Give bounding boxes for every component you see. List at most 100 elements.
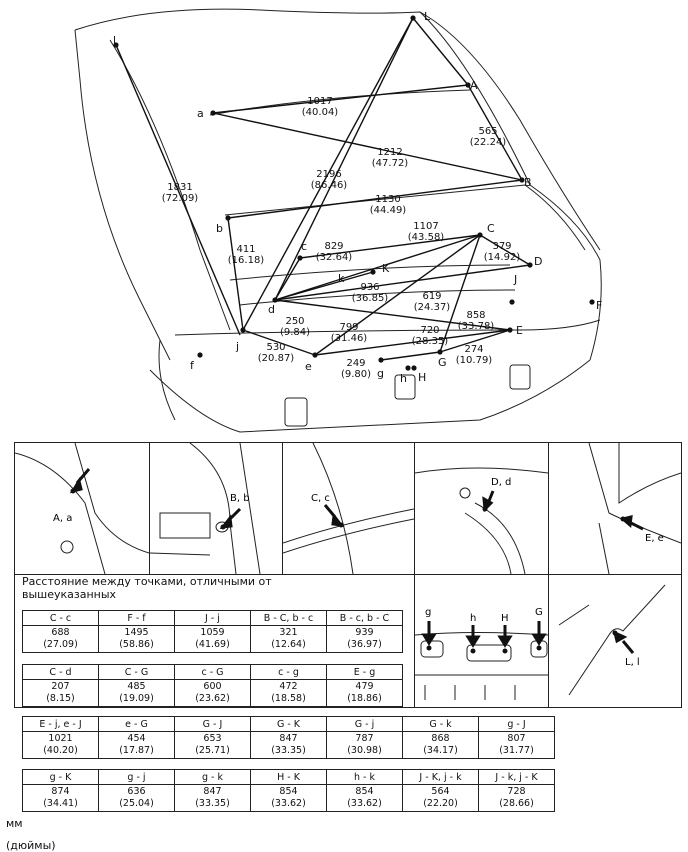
table-cell: 600(23.62) <box>174 679 251 707</box>
label-Ll: L, l <box>625 657 640 668</box>
header-G-j: G - j <box>326 716 403 732</box>
dim-1017: 1017 <box>307 96 332 107</box>
table-cell: 1495(58.86) <box>98 625 175 653</box>
dim-829-in: (32.64) <box>316 252 353 263</box>
point-a: a <box>197 107 204 120</box>
dim-1130-in: (44.49) <box>370 205 407 216</box>
dim-720-in: (28.35) <box>412 336 449 347</box>
measurement-lines <box>115 17 531 361</box>
dim-2196: 2196 <box>316 169 341 180</box>
dim-619-in: (24.37) <box>414 302 451 313</box>
point-f: f <box>190 359 195 372</box>
distance-table-3: E - j, e - J e - G G - J G - K G - j G -… <box>22 716 555 759</box>
label-Ee: E, e <box>645 533 664 544</box>
dim-799-in: (31.46) <box>331 333 368 344</box>
point-A: A <box>470 79 478 92</box>
detail-ghHG-sketch: g h H G <box>414 607 549 700</box>
dim-274: 274 <box>464 344 483 355</box>
header-B-c: B - c, b - C <box>326 610 403 626</box>
point-g: g <box>377 367 384 380</box>
detail-b-sketch: B, b <box>149 442 261 575</box>
floor-edge-left <box>158 339 176 421</box>
detail-panel-c: C, c <box>282 442 415 575</box>
header-C-c: C - c <box>22 610 99 626</box>
header-h-k: h - k <box>326 769 403 785</box>
detail-panel-a: A, a <box>14 442 150 575</box>
dim-619: 619 <box>422 291 441 302</box>
body-dimension-diagram: L A a l B b C c D k K d J E F j e f g G … <box>74 8 602 433</box>
header-C-d: C - d <box>22 664 99 680</box>
point-D: D <box>534 255 542 268</box>
header-c-g: c - g <box>250 664 327 680</box>
dim-936: 936 <box>360 282 379 293</box>
point-L: L <box>424 10 431 23</box>
detail-d-sketch: D, d <box>414 467 549 575</box>
table-cell: 847(33.35) <box>250 731 327 759</box>
point-l: l <box>113 34 116 47</box>
header-c-G: c - G <box>174 664 251 680</box>
dim-249: 249 <box>346 358 365 369</box>
label-h: h <box>470 613 476 624</box>
point-G: G <box>438 356 447 369</box>
detail-c-sketch: C, c <box>282 442 415 575</box>
header-J-K: J - K, j - k <box>402 769 479 785</box>
table-cell: 653(25.71) <box>174 731 251 759</box>
header-E-g: E - g <box>326 664 403 680</box>
detail-l-sketch: L, l <box>558 584 666 696</box>
dim-720: 720 <box>420 325 439 336</box>
detail-panel-d: D, d <box>414 442 549 575</box>
unit-mm: мм <box>6 817 23 830</box>
rear-pad-left <box>284 397 308 427</box>
header-E-j: E - j, e - J <box>22 716 99 732</box>
point-k: k <box>338 272 345 285</box>
dim-379: 379 <box>492 241 511 252</box>
c-pillar <box>419 11 531 186</box>
arrow-l-icon <box>612 630 635 654</box>
table-cell: 874(34.41) <box>22 784 99 812</box>
distance-table-2: C - d C - G c - G c - g E - g 207(8.15) … <box>22 664 403 707</box>
label-Cc: C, c <box>311 493 330 504</box>
dim-1831-in: (72.09) <box>162 193 199 204</box>
detail-e-sketch: E, e <box>588 442 682 575</box>
detail-panel-l: L, l <box>548 574 682 708</box>
label-g: g <box>425 607 431 618</box>
dim-565-in: (22.24) <box>470 137 507 148</box>
table-cell: 939(36.97) <box>326 625 403 653</box>
left-pillar-outline <box>74 29 171 361</box>
dim-250: 250 <box>285 316 304 327</box>
quarter-panel-right <box>529 184 602 361</box>
dim-1107: 1107 <box>413 221 438 232</box>
table-cell: 485(19.09) <box>98 679 175 707</box>
table-cell: 321(12.64) <box>250 625 327 653</box>
label-Aa: A, a <box>53 513 72 524</box>
point-K: K <box>382 262 390 275</box>
rear-pad-right <box>509 364 531 390</box>
dim-1017-in: (40.04) <box>302 107 339 118</box>
dim-411: 411 <box>236 244 255 255</box>
header-J-k: J - k, j - K <box>478 769 555 785</box>
unit-inch: (дюймы) <box>6 839 56 852</box>
dim-530: 530 <box>266 342 285 353</box>
point-c: c <box>301 240 307 253</box>
header-g-j: g - j <box>98 769 175 785</box>
dim-1212: 1212 <box>377 147 402 158</box>
detail-panel-e: E, e <box>548 442 682 575</box>
point-b: b <box>216 222 223 235</box>
dim-379-in: (14.92) <box>484 252 521 263</box>
header-g-K: g - K <box>22 769 99 785</box>
point-j: j <box>235 340 239 353</box>
roof-rail <box>209 89 471 116</box>
point-B: B <box>524 176 532 189</box>
point-J: J <box>513 273 517 286</box>
dim-530-in: (20.87) <box>258 353 295 364</box>
dim-1130: 1130 <box>375 194 400 205</box>
header-F-f: F - f <box>98 610 175 626</box>
label-Dd: D, d <box>491 477 511 488</box>
point-d: d <box>268 303 275 316</box>
table-cell: 854(33.62) <box>326 784 403 812</box>
table-cell: 807(31.77) <box>478 731 555 759</box>
table-cell: 854(33.62) <box>250 784 327 812</box>
label-G: G <box>535 607 543 618</box>
rear-panel-bottom <box>149 359 591 433</box>
table-cell: 636(25.04) <box>98 784 175 812</box>
